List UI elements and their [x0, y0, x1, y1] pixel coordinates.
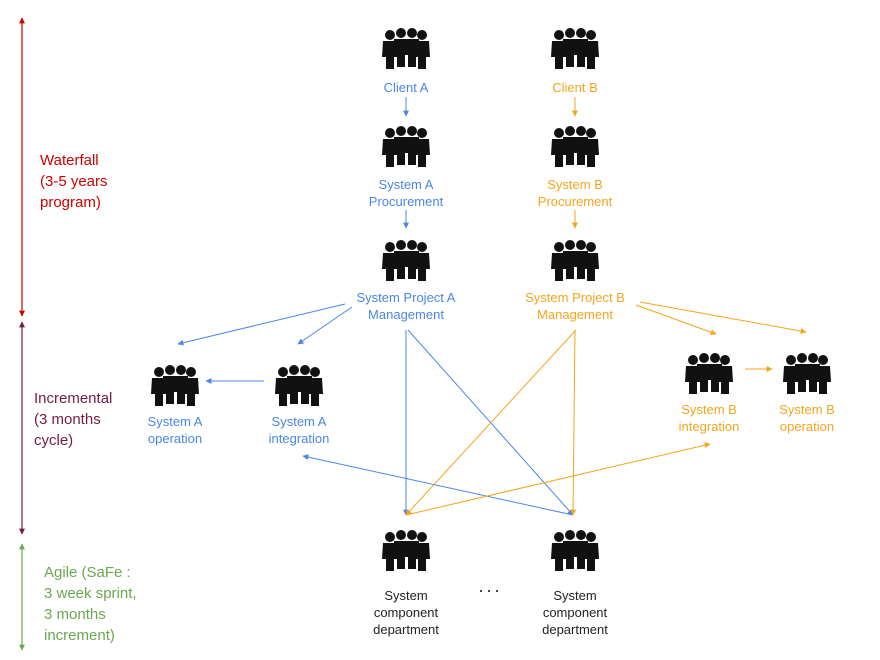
people-group-icon	[551, 240, 599, 281]
agile-label: Agile (SaFe : 3 week sprint, 3 months in…	[44, 562, 137, 646]
project-a-label: System Project A Management	[331, 289, 481, 323]
waterfall-label: Waterfall (3-5 years program)	[40, 150, 108, 213]
people-group-icon	[382, 530, 430, 571]
node-label-line: operation	[147, 431, 203, 446]
people-group-icon	[382, 28, 430, 69]
integration-b-label: System B integration	[659, 401, 759, 435]
node-label-line: System Project B	[525, 290, 625, 305]
client-b-label: Client B	[515, 79, 635, 96]
arrow-project-b-to-dept-1	[405, 329, 577, 516]
node-label-line: System A	[147, 414, 203, 429]
incremental-label-line: (3 months	[34, 411, 101, 428]
node-label-line: component	[542, 605, 608, 620]
waterfall-label-line: program)	[40, 194, 101, 211]
people-group-icon	[551, 530, 599, 571]
incremental-label-line: Incremental	[34, 390, 113, 407]
node-label-line: System A	[378, 177, 434, 192]
people-group-icon	[783, 353, 831, 394]
agile-label-line: 3 week sprint,	[44, 585, 137, 602]
arrow-project-b-to-integration-b	[635, 304, 717, 335]
people-group-icon	[551, 126, 599, 167]
node-label-line: operation	[779, 419, 835, 434]
people-group-icon	[275, 365, 323, 406]
agile-label-line: increment)	[44, 627, 115, 644]
node-label-line: Procurement	[368, 194, 444, 209]
operation-b-label: System B operation	[757, 401, 857, 435]
waterfall-label-line: (3-5 years	[40, 173, 108, 190]
people-group-icon	[151, 365, 199, 406]
node-label-line: System B	[779, 402, 835, 417]
node-label-line: Management	[368, 307, 444, 322]
agile-label-line: 3 months	[44, 606, 106, 623]
arrow-dept-1-to-integration-b	[405, 442, 711, 516]
node-label-line: System B	[681, 402, 737, 417]
people-group-icon	[382, 126, 430, 167]
waterfall-label-line: Waterfall	[40, 152, 99, 169]
incremental-label: Incremental (3 months cycle)	[34, 388, 112, 451]
dept-1-label: System component department	[346, 587, 466, 638]
arrow-project-b-to-dept-2	[570, 329, 577, 516]
people-group-icon	[551, 28, 599, 69]
node-label-line: Management	[537, 307, 613, 322]
node-label-line: System	[553, 588, 597, 603]
arrow-project-a-to-operation-a	[177, 303, 346, 346]
node-label-line: System A	[271, 414, 327, 429]
client-a-label: Client A	[346, 79, 466, 96]
arrow-project-a-to-integration-a	[297, 306, 353, 345]
project-b-label: System Project B Management	[500, 289, 650, 323]
operation-a-label: System A operation	[125, 413, 225, 447]
node-label-line: department	[373, 622, 439, 637]
agile-label-line: Agile (SaFe :	[44, 564, 131, 581]
system-b-connectors	[405, 97, 807, 516]
node-label-line: component	[373, 605, 439, 620]
integration-a-label: System A integration	[249, 413, 349, 447]
node-label-line: integration	[678, 419, 740, 434]
people-group-icon	[382, 240, 430, 281]
arrow-project-b-to-operation-b	[639, 301, 807, 334]
ellipsis: ···	[478, 580, 502, 600]
people-group-icon	[685, 353, 733, 394]
node-label-line: department	[542, 622, 608, 637]
procurement-a-label: System A Procurement	[336, 176, 476, 210]
node-label-line: Client B	[552, 80, 598, 95]
dept-2-label: System component department	[515, 587, 635, 638]
node-label-line: System B	[547, 177, 603, 192]
procurement-b-label: System B Procurement	[505, 176, 645, 210]
incremental-label-line: cycle)	[34, 432, 74, 449]
node-label-line: Client A	[383, 80, 429, 95]
node-label-line: Procurement	[537, 194, 613, 209]
node-label-line: System Project A	[356, 290, 456, 305]
node-label-line: System	[384, 588, 428, 603]
arrow-dept-2-to-integration-a	[302, 454, 574, 516]
node-label-line: integration	[268, 431, 330, 446]
